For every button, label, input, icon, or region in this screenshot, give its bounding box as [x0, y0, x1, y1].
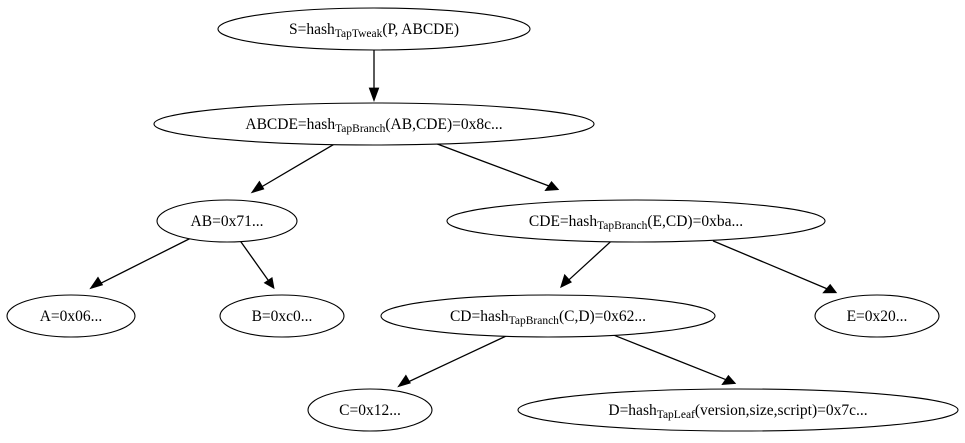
arrowhead-icon	[368, 87, 380, 103]
node-d[interactable]: D=hashTapLeaf(version,size,script)=0x7c.…	[517, 388, 959, 432]
node-b[interactable]: B=0xc0...	[219, 294, 345, 338]
node-cde-label: CDE=hashTapBranch(E,CD)=0xba...	[529, 213, 743, 232]
node-ab-label: AB=0x71...	[191, 213, 264, 230]
edge-line	[260, 143, 336, 189]
node-s[interactable]: S=hashTapTweak(P, ABCDE)	[217, 7, 531, 51]
edge-line	[98, 236, 193, 285]
node-c-ellipse[interactable]	[307, 388, 433, 432]
arrowhead-icon	[89, 276, 104, 290]
edge-s-to-abcde	[368, 50, 380, 103]
node-b-label: B=0xc0...	[252, 308, 313, 325]
arrowhead-icon	[560, 273, 572, 289]
edge-line	[567, 240, 612, 282]
node-d-label: D=hashTapLeaf(version,size,script)=0x7c.…	[608, 402, 867, 421]
node-a-ellipse[interactable]	[6, 294, 136, 338]
arrowhead-icon	[721, 374, 737, 386]
node-cde-ellipse[interactable]	[446, 199, 826, 243]
edge-cd-to-d	[612, 334, 737, 386]
node-cd[interactable]: CD=hashTapBranch(C,D)=0x62...	[380, 294, 716, 338]
edge-line	[712, 240, 828, 290]
node-d-ellipse[interactable]	[517, 388, 959, 432]
node-e-ellipse[interactable]	[814, 294, 940, 338]
node-ab-ellipse[interactable]	[156, 199, 298, 243]
node-cd-ellipse[interactable]	[380, 294, 716, 338]
node-abcde-label: ABCDE=hashTapBranch(AB,CDE)=0x8c...	[245, 116, 502, 135]
edge-ab-to-b	[239, 240, 275, 290]
node-cd-label: CD=hashTapBranch(C,D)=0x62...	[450, 308, 646, 327]
arrowhead-icon	[397, 374, 411, 388]
node-s-ellipse[interactable]	[217, 7, 531, 51]
edges-layer	[89, 50, 838, 388]
arrowhead-icon	[250, 180, 265, 194]
node-c[interactable]: C=0x12...	[307, 388, 433, 432]
node-ab[interactable]: AB=0x71...	[156, 199, 298, 243]
edge-line	[406, 335, 508, 384]
edge-cde-to-e	[712, 240, 838, 294]
edge-ab-to-a	[89, 236, 193, 290]
edge-cd-to-c	[397, 335, 508, 388]
edge-line	[239, 240, 269, 281]
edge-abcde-to-cde	[436, 143, 560, 192]
node-abcde-ellipse[interactable]	[153, 102, 595, 146]
node-cde[interactable]: CDE=hashTapBranch(E,CD)=0xba...	[446, 199, 826, 243]
node-c-label: C=0x12...	[339, 402, 401, 419]
node-s-label: S=hashTapTweak(P, ABCDE)	[289, 21, 459, 40]
node-abcde[interactable]: ABCDE=hashTapBranch(AB,CDE)=0x8c...	[153, 102, 595, 146]
arrowhead-icon	[544, 181, 560, 192]
arrowhead-icon	[263, 277, 275, 290]
node-a[interactable]: A=0x06...	[6, 294, 136, 338]
arrowhead-icon	[822, 283, 838, 294]
edge-line	[612, 334, 727, 381]
nodes-layer: S=hashTapTweak(P, ABCDE) ABCDE=hashTapBr…	[6, 7, 959, 432]
edge-cde-to-cd	[560, 240, 612, 289]
edge-abcde-to-ab	[250, 143, 336, 194]
node-b-ellipse[interactable]	[219, 294, 345, 338]
edge-line	[436, 143, 550, 187]
node-e[interactable]: E=0x20...	[814, 294, 940, 338]
node-a-label: A=0x06...	[40, 308, 103, 325]
node-e-label: E=0x20...	[847, 308, 908, 325]
